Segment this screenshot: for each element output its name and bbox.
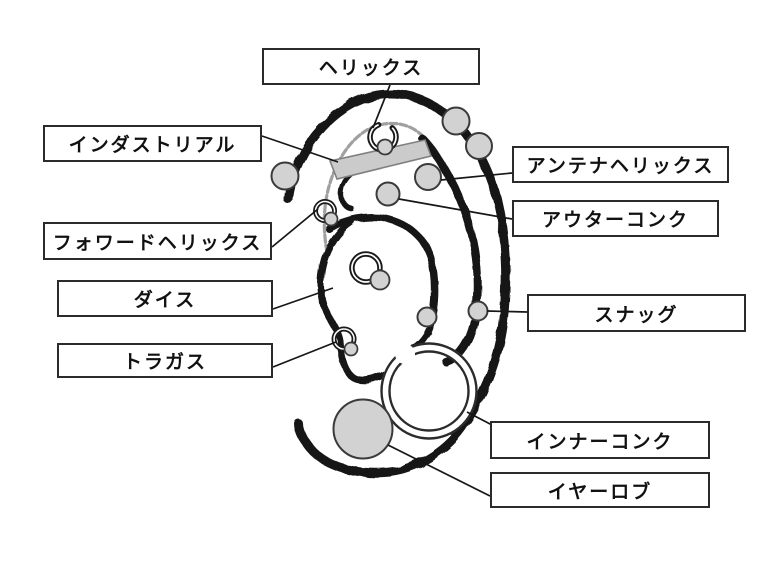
label-box-inner-conch: インナーコンク	[490, 421, 710, 459]
pointer-lines	[261, 84, 528, 497]
pointer-line-helix	[372, 84, 391, 129]
daith-ring	[349, 251, 391, 291]
inner-conch-hoop	[380, 342, 478, 440]
pointer-line-forward-helix	[271, 208, 319, 248]
pointer-line-outer-conch	[398, 198, 513, 220]
label-box-tragus: トラガス	[57, 343, 273, 378]
label-box-earlobe: イヤーロブ	[490, 472, 710, 508]
label-box-daith: ダイス	[57, 280, 273, 317]
outer-conch-ball	[375, 181, 401, 207]
hoop-entry-gap	[395, 344, 415, 364]
piercing-balls	[270, 106, 493, 328]
piercing-rings	[313, 122, 399, 357]
label-box-forward-helix: フォワードヘリックス	[43, 222, 272, 260]
label-box-antenna-helix: アンテナヘリックス	[512, 146, 729, 183]
pointer-line-inner-conch	[466, 411, 493, 426]
label-box-outer-conch: アウターコンク	[512, 200, 719, 237]
earlobe-ball	[332, 398, 394, 460]
helix-ring	[367, 122, 399, 156]
conch-arc-stroke	[325, 213, 439, 356]
front-helix-ball	[270, 161, 300, 191]
outer-helix-stroke	[283, 89, 511, 478]
tragus-ring	[331, 326, 359, 357]
label-box-snug: スナッグ	[527, 294, 746, 332]
pointer-line-earlobe	[387, 444, 491, 497]
label-box-helix: ヘリックス	[262, 48, 480, 85]
label-box-industrial: インダストリアル	[43, 125, 262, 162]
antihelix-stroke	[418, 134, 482, 366]
forward-helix-ring	[313, 199, 339, 227]
upper-helix-ball-1	[441, 106, 471, 136]
pointer-line-snug	[486, 310, 528, 313]
pointer-line-antenna-helix	[440, 172, 513, 181]
pointer-line-tragus	[272, 341, 337, 368]
antenna-helix-ball	[414, 163, 442, 191]
pointer-line-industrial	[261, 135, 339, 163]
inner-conch-ball	[416, 306, 438, 328]
upper-helix-ball-2	[465, 132, 493, 160]
pointer-line-daith	[272, 287, 334, 310]
